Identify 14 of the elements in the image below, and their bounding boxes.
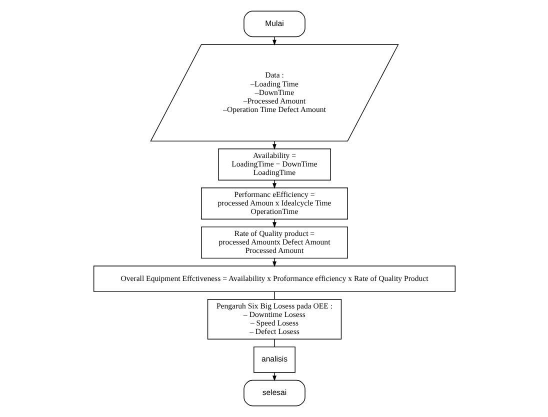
- arrow: [272, 372, 276, 382]
- node-box: selesai: [243, 380, 305, 406]
- arrow: [272, 258, 276, 268]
- node-box: Rate of Quality product = processed Amountx Defect Amount Processed Amount: [200, 226, 348, 259]
- node-box: Pengaruh Six Big Losess pada OEE : – Downtime Losess – Speed Losess – Defect Losess: [206, 299, 342, 340]
- node-box: Availability = LoadingTime − DownTime LoadingTime: [218, 148, 330, 180]
- arrow: [272, 36, 276, 46]
- node-box: Overall Equipment Effctiveness = Availability x Proformance efficiency x Rate of Quality Product: [92, 266, 456, 292]
- arrow: [272, 140, 276, 150]
- node-box: analisis: [253, 346, 295, 373]
- node-box: Performanc eEfficiency = processed Amoun x Idealcycle Time OperationTime: [200, 188, 348, 220]
- arrow: [272, 180, 276, 189]
- node-box: Mulai: [243, 10, 305, 38]
- arrow: [272, 218, 276, 228]
